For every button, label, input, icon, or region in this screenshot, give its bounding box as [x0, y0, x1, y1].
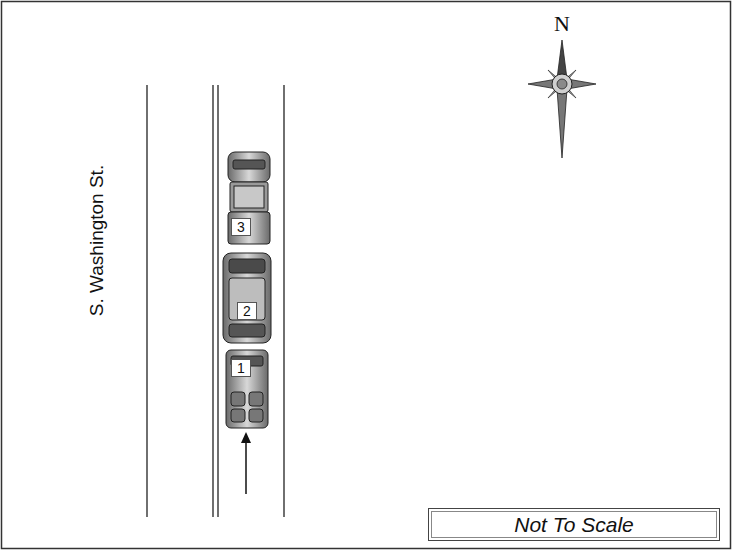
callout-number: 1	[231, 359, 251, 377]
direction-arrow	[241, 432, 251, 494]
note-box: Not To Scale	[428, 508, 720, 541]
callout-number: 2	[237, 302, 257, 320]
road-lines	[147, 85, 284, 517]
street-name: S. Washington St.	[87, 164, 106, 315]
vehicle-3	[228, 152, 270, 244]
vehicle-2	[223, 253, 271, 343]
vehicle-1	[226, 350, 268, 428]
note-text: Not To Scale	[514, 514, 633, 535]
callout-number: 3	[231, 218, 251, 236]
north-label: N	[554, 13, 570, 35]
compass-rose	[528, 40, 596, 158]
